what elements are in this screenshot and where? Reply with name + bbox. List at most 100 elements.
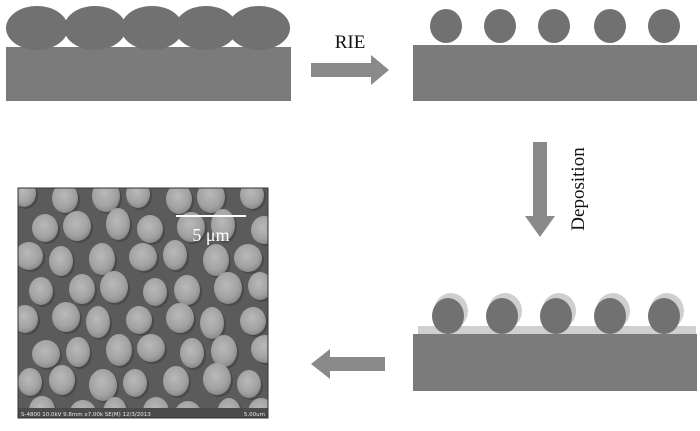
sem-disk — [92, 188, 120, 212]
sphere — [430, 9, 462, 43]
sem-disk — [18, 188, 36, 207]
left-arrow-icon — [311, 349, 385, 379]
sem-disk — [32, 340, 60, 368]
sem-disk — [86, 306, 110, 338]
sem-disk — [137, 215, 163, 243]
sem-disk-shadow — [279, 369, 305, 399]
sem-disk — [89, 369, 117, 401]
sem-disk — [251, 335, 268, 363]
sem-disk — [197, 188, 225, 213]
sem-disk — [18, 305, 38, 333]
label-deposition: Deposition — [568, 147, 589, 231]
sem-disk — [277, 367, 303, 397]
spheres-close-packed — [6, 6, 290, 50]
sem-disk — [240, 307, 266, 335]
sem-disk — [251, 216, 268, 244]
sem-frame — [17, 187, 269, 419]
sem-disk-shadow — [290, 397, 318, 427]
sem-image: S-4800 10.0kV 9.8mm x7.00k SE(M) 12/3/20… — [17, 178, 321, 427]
sem-disk — [106, 208, 130, 240]
sem-disk — [126, 188, 150, 208]
sem-disk — [240, 188, 264, 209]
sphere — [64, 6, 126, 50]
sem-disk — [291, 213, 319, 243]
sem-disk-shadow — [273, 306, 301, 336]
sem-disk — [137, 334, 165, 362]
sem-disk — [214, 272, 242, 304]
sem-disk — [69, 274, 95, 304]
sem-disk — [180, 338, 204, 368]
spheres-coated — [432, 298, 680, 334]
stage-3-deposited — [413, 293, 697, 391]
sem-disk — [203, 244, 229, 276]
sem-disk — [63, 211, 91, 241]
stage-1-initial — [6, 6, 291, 101]
sphere — [6, 6, 68, 50]
sem-disk-shadow — [290, 278, 316, 308]
sem-disk-shadow — [279, 243, 303, 273]
label-rie: RIE — [335, 32, 366, 53]
substrate-1 — [6, 47, 291, 101]
substrate-2 — [413, 45, 697, 101]
sem-disk-shadow — [287, 341, 311, 371]
sem-disk — [126, 306, 152, 334]
sem-disk — [66, 337, 90, 367]
sem-disk — [163, 366, 189, 396]
sem-disk — [288, 395, 316, 425]
sem-disk — [89, 243, 115, 275]
right-arrow-icon — [311, 55, 389, 85]
sem-disk-shadow — [293, 215, 321, 245]
sem-disk — [248, 272, 268, 300]
sem-disk-shadow — [273, 180, 299, 210]
sem-disk — [129, 243, 157, 271]
sem-disk — [52, 302, 80, 332]
sem-disk — [174, 275, 200, 305]
sem-disk — [123, 369, 147, 397]
sem-info-bar — [18, 408, 268, 418]
sem-disk — [163, 240, 187, 270]
sem-scale-text: 5.00um — [244, 412, 265, 418]
sem-disk — [166, 303, 194, 333]
sphere — [175, 6, 237, 50]
sem-disk — [200, 307, 224, 339]
sem-disk — [277, 241, 301, 271]
stage-2-etched — [413, 9, 697, 101]
sem-disk — [285, 339, 309, 369]
arrow-deposition: Deposition — [525, 142, 589, 237]
sphere — [594, 298, 626, 334]
sem-disk — [271, 304, 299, 334]
sem-disk — [49, 365, 75, 395]
sphere — [594, 9, 626, 43]
sem-disk — [237, 370, 261, 398]
substrate-3 — [413, 334, 697, 391]
sphere — [121, 6, 183, 50]
sem-disk — [143, 278, 167, 306]
sphere — [432, 298, 464, 334]
sem-disk — [211, 335, 237, 367]
sphere — [648, 298, 680, 334]
sem-disk — [100, 271, 128, 303]
sem-disk — [271, 178, 297, 208]
sphere — [648, 9, 680, 43]
sem-disk — [52, 188, 78, 213]
sem-disk — [49, 246, 73, 276]
sphere — [540, 298, 572, 334]
arrow-result — [311, 349, 385, 379]
spheres-etched — [430, 9, 680, 43]
sphere — [228, 6, 290, 50]
sem-disk — [166, 188, 192, 214]
sphere — [484, 9, 516, 43]
down-arrow-icon — [525, 142, 555, 237]
sem-disk — [234, 244, 262, 272]
sem-disk — [177, 212, 205, 242]
sem-disk — [18, 368, 42, 396]
sem-disk — [106, 334, 132, 366]
arrow-rie: RIE — [311, 32, 389, 85]
sem-disk — [32, 214, 58, 242]
scale-bar-label: 5 μm — [192, 225, 229, 245]
sem-disk — [29, 277, 53, 305]
sphere — [538, 9, 570, 43]
sem-disk — [18, 242, 43, 270]
